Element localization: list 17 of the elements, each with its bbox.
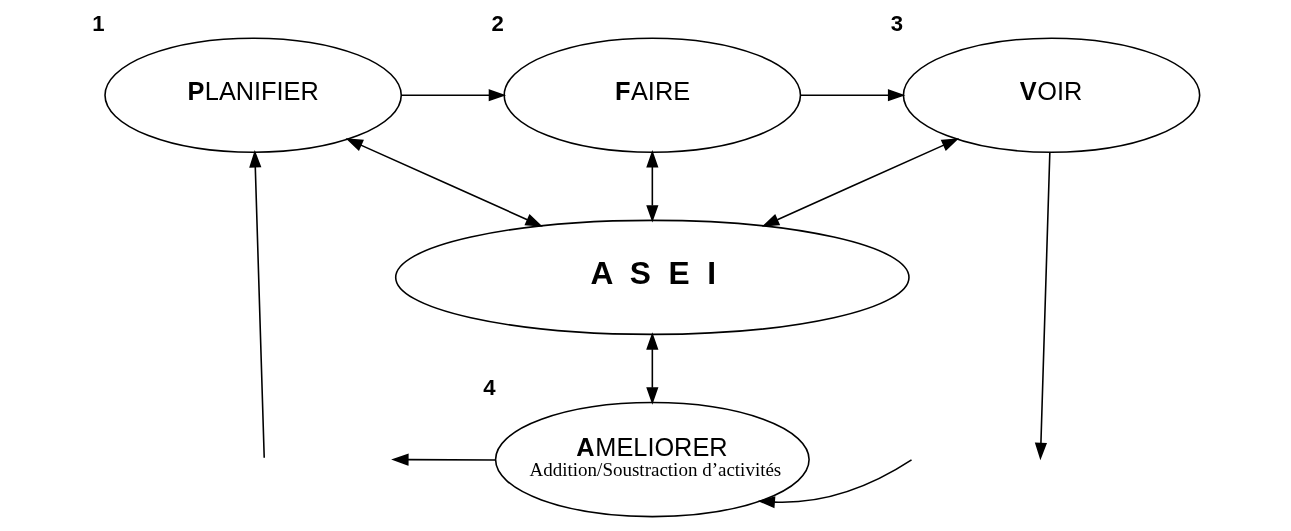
node-ellipse: AMELIORER Addition/Soustraction d’activités bbox=[494, 401, 810, 518]
arrow bbox=[390, 453, 496, 466]
arrow bbox=[799, 89, 905, 102]
arrow bbox=[757, 459, 912, 509]
arrow bbox=[645, 332, 658, 405]
arrow bbox=[645, 150, 658, 223]
node-ellipse: FAIRE bbox=[502, 37, 801, 153]
arrow bbox=[761, 138, 959, 227]
node-label: 4 bbox=[482, 374, 496, 400]
arrow bbox=[248, 150, 265, 459]
node-ellipse: A S E I bbox=[394, 219, 910, 336]
node-label: 2 bbox=[491, 10, 504, 36]
arrow bbox=[1034, 151, 1051, 461]
arrow bbox=[400, 89, 506, 102]
node-label: 1 bbox=[91, 10, 105, 36]
node-label: 3 bbox=[890, 10, 903, 36]
arrow bbox=[345, 138, 543, 227]
